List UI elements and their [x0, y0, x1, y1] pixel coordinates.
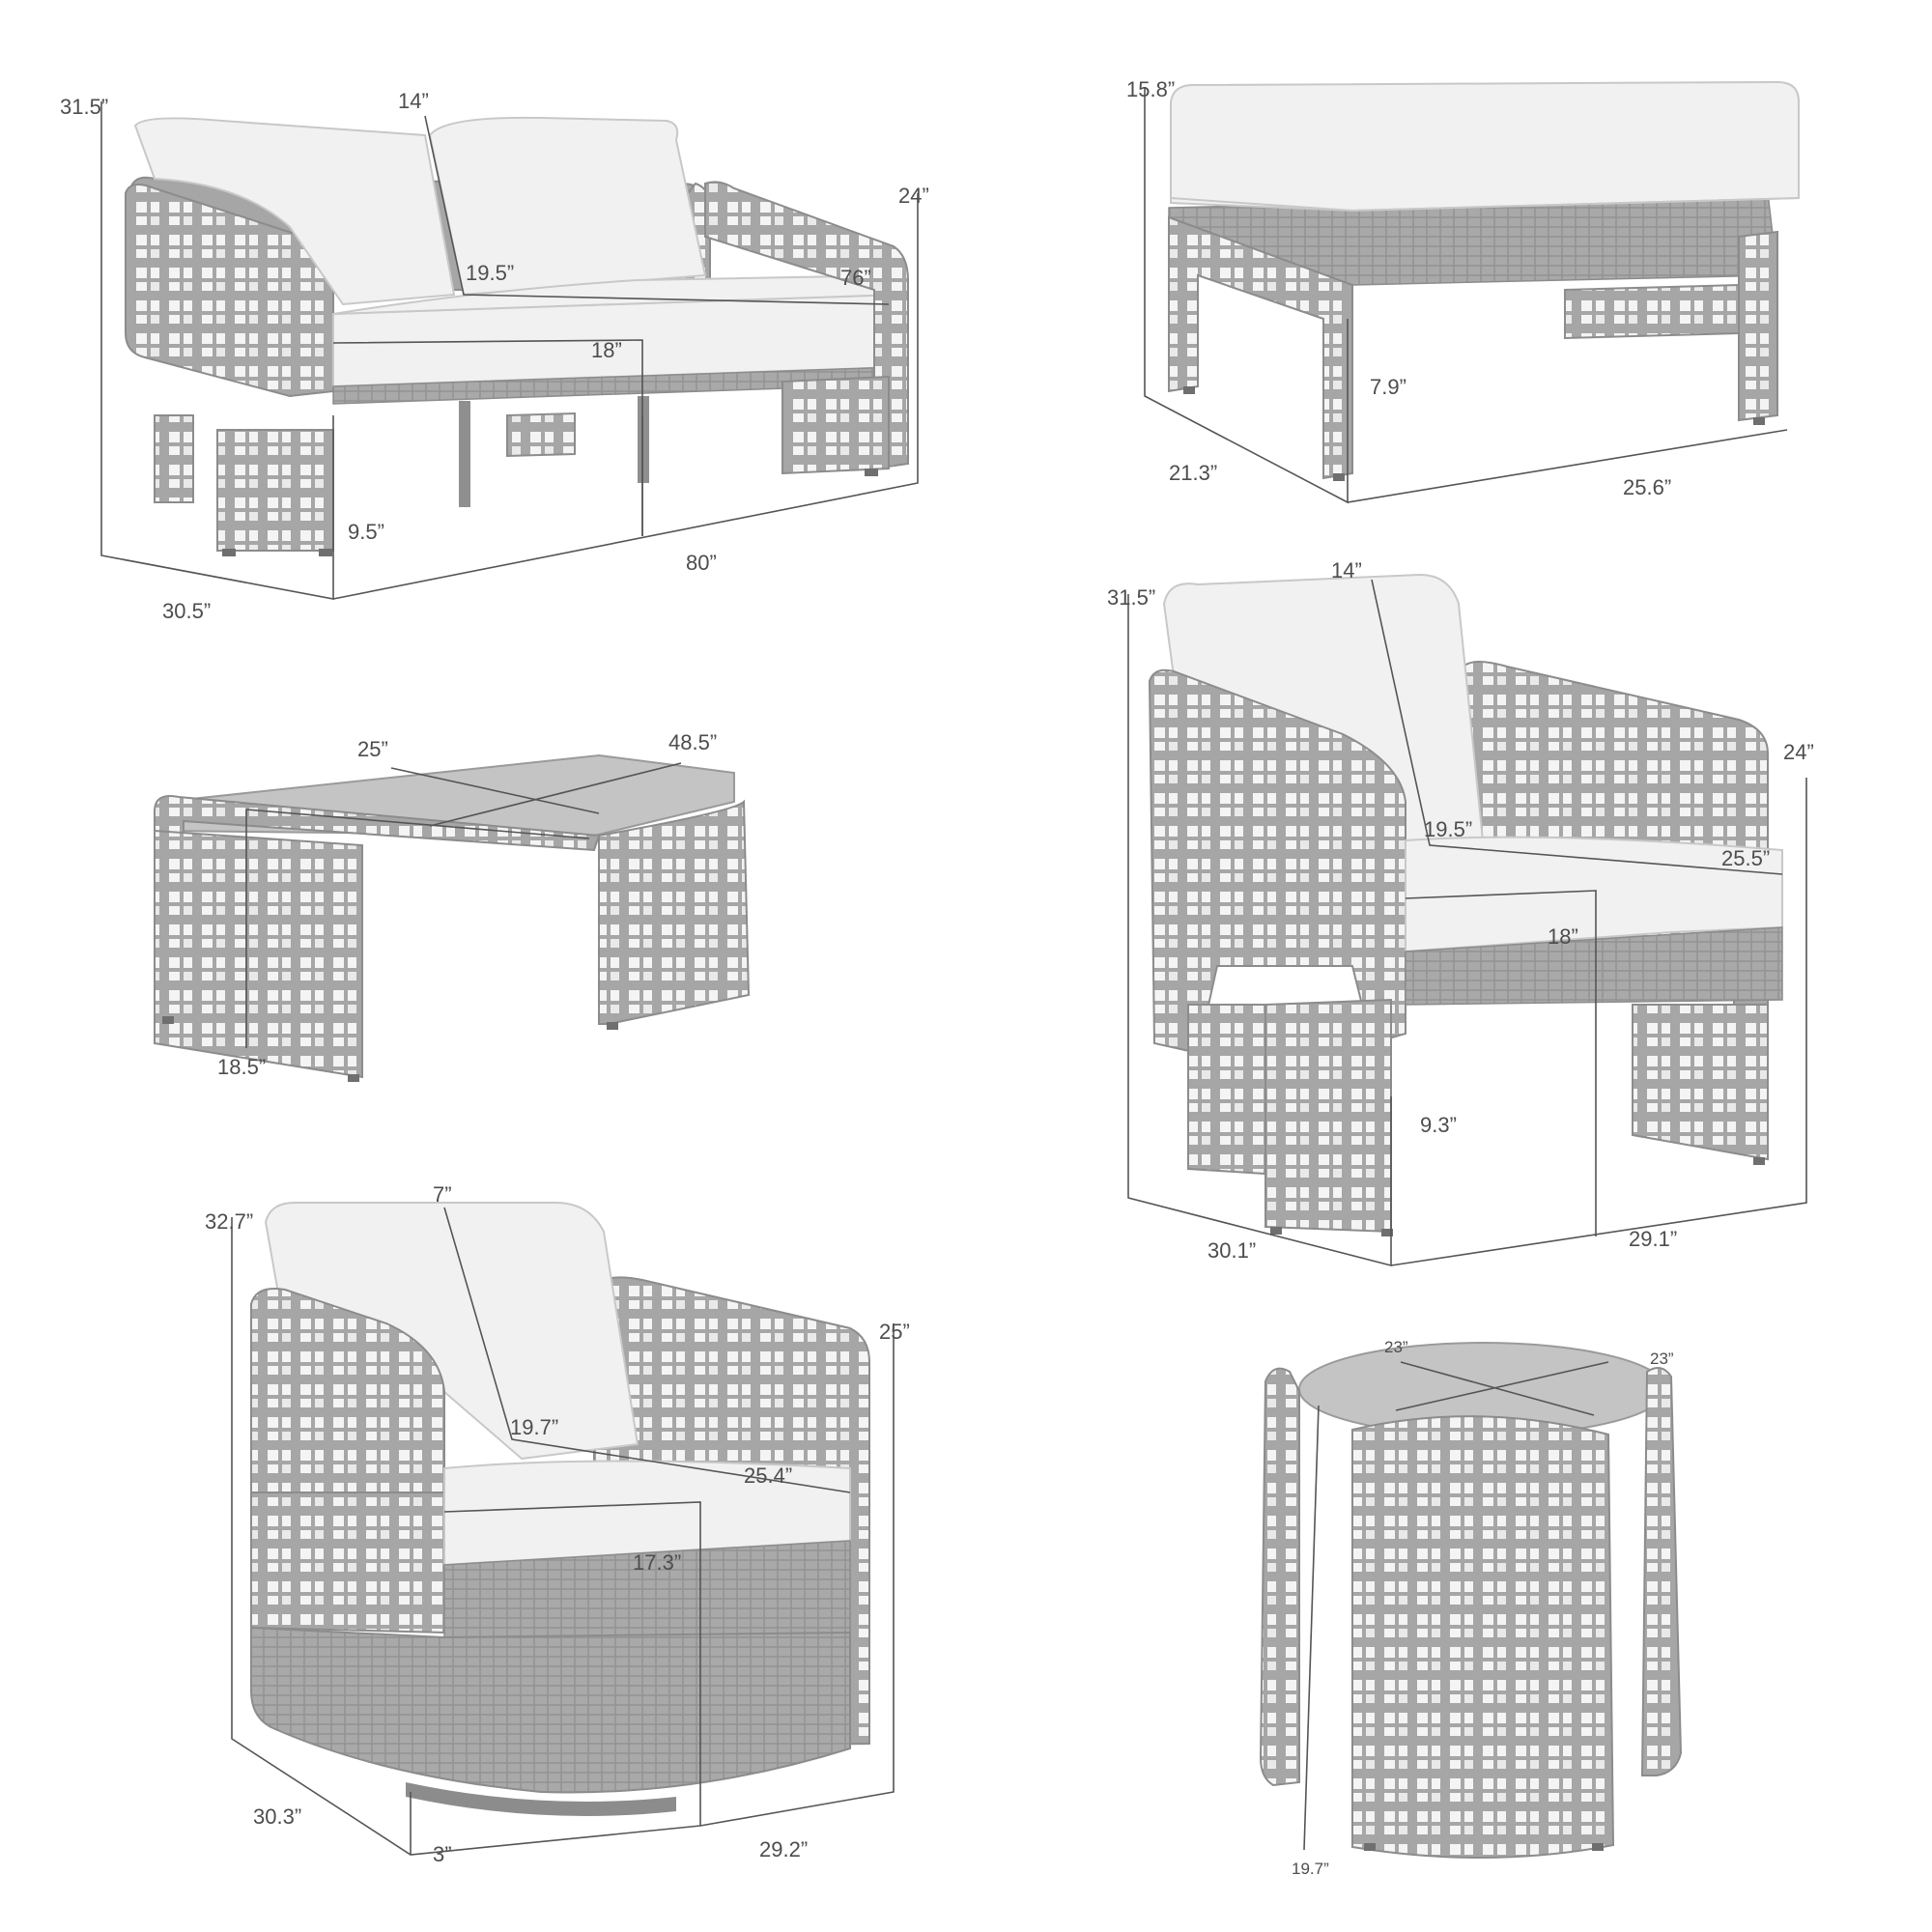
coffee-table-depth: 25” — [357, 737, 388, 761]
loveseat-seat-width: 76” — [840, 266, 871, 290]
swivel-chair-back-depth: 7” — [433, 1182, 452, 1207]
loveseat-drawing — [125, 116, 909, 556]
club-chair-width: 29.1” — [1629, 1227, 1677, 1251]
loveseat-height-total: 31.5” — [60, 95, 108, 119]
loveseat-width: 80” — [686, 551, 717, 575]
coffee-table-drawing — [154, 753, 751, 1082]
swivel-chair-depth: 30.3” — [253, 1804, 301, 1829]
loveseat-depth: 30.5” — [162, 599, 211, 623]
swivel-chair-seat-width: 25.4” — [744, 1463, 792, 1488]
coffee-table-dimension-lines — [245, 762, 682, 1048]
swivel-chair-seat-depth: 19.7” — [510, 1415, 558, 1439]
swivel-chair-seat-height: 17.3” — [633, 1550, 681, 1575]
swivel-chair-width: 29.2” — [759, 1837, 808, 1861]
club-chair-height-total: 31.5” — [1107, 585, 1155, 610]
club-chair-dimension-lines — [1127, 579, 1807, 1267]
loveseat-arm-height: 24” — [898, 184, 929, 208]
coffee-table: 25” 48.5” 18.5” — [154, 730, 751, 1082]
club-chair-seat-width: 25.5” — [1721, 846, 1770, 870]
swivel-chair-arm-height: 25” — [879, 1320, 910, 1344]
swivel-chair-base-height: 3” — [433, 1842, 452, 1866]
loveseat-seat-depth: 19.5” — [466, 261, 514, 285]
club-chair-seat-height: 18” — [1548, 924, 1578, 949]
coffee-table-width: 48.5” — [668, 730, 717, 754]
club-chair-leg-clearance: 9.3” — [1420, 1113, 1457, 1137]
swivel-chair-height-total: 32.7” — [205, 1209, 253, 1234]
side-table: 23” 23” 19.7” — [1259, 1338, 1683, 1878]
coffee-table-height: 18.5” — [217, 1055, 266, 1079]
club-chair-depth: 30.1” — [1208, 1238, 1256, 1263]
ottoman-dimension-lines — [1144, 87, 1788, 504]
ottoman-depth: 21.3” — [1169, 461, 1217, 485]
loveseat-dimension-lines — [100, 101, 919, 600]
swivel-chair-drawing — [250, 1202, 870, 1816]
swivel-chair: 32.7” 7” 25” 19.7” 25.4” 17.3” 30.3” 3” … — [205, 1182, 910, 1866]
ottoman-drawing — [1168, 80, 1800, 481]
side-table-depth: 23” — [1384, 1338, 1408, 1356]
loveseat: 31.5” 14” 24” 19.5” 76” 18” 9.5” 30.5” 8… — [60, 89, 929, 623]
loveseat-seat-height: 18” — [591, 338, 622, 362]
side-table-height: 19.7” — [1292, 1860, 1329, 1878]
club-chair-seat-depth: 19.5” — [1424, 817, 1472, 841]
ottoman-width: 25.6” — [1623, 475, 1671, 499]
club-chair-arm-height: 24” — [1783, 740, 1814, 764]
club-chair-drawing — [1148, 573, 1783, 1236]
ottoman-leg-clearance: 7.9” — [1370, 375, 1406, 399]
club-chair: 31.5” 14” 24” 19.5” 25.5” 18” 9.3” 30.1”… — [1107, 558, 1814, 1267]
side-table-drawing — [1259, 1342, 1683, 1860]
side-table-dimension-lines — [1303, 1361, 1609, 1851]
loveseat-back-depth: 14” — [398, 89, 429, 113]
club-chair-back-depth: 14” — [1331, 558, 1362, 582]
side-table-width: 23” — [1650, 1350, 1674, 1368]
ottoman: 15.8” 7.9” 21.3” 25.6” — [1126, 77, 1800, 504]
ottoman-height: 15.8” — [1126, 77, 1175, 101]
swivel-chair-dimension-lines — [231, 1207, 895, 1856]
loveseat-leg-clearance: 9.5” — [348, 520, 384, 544]
